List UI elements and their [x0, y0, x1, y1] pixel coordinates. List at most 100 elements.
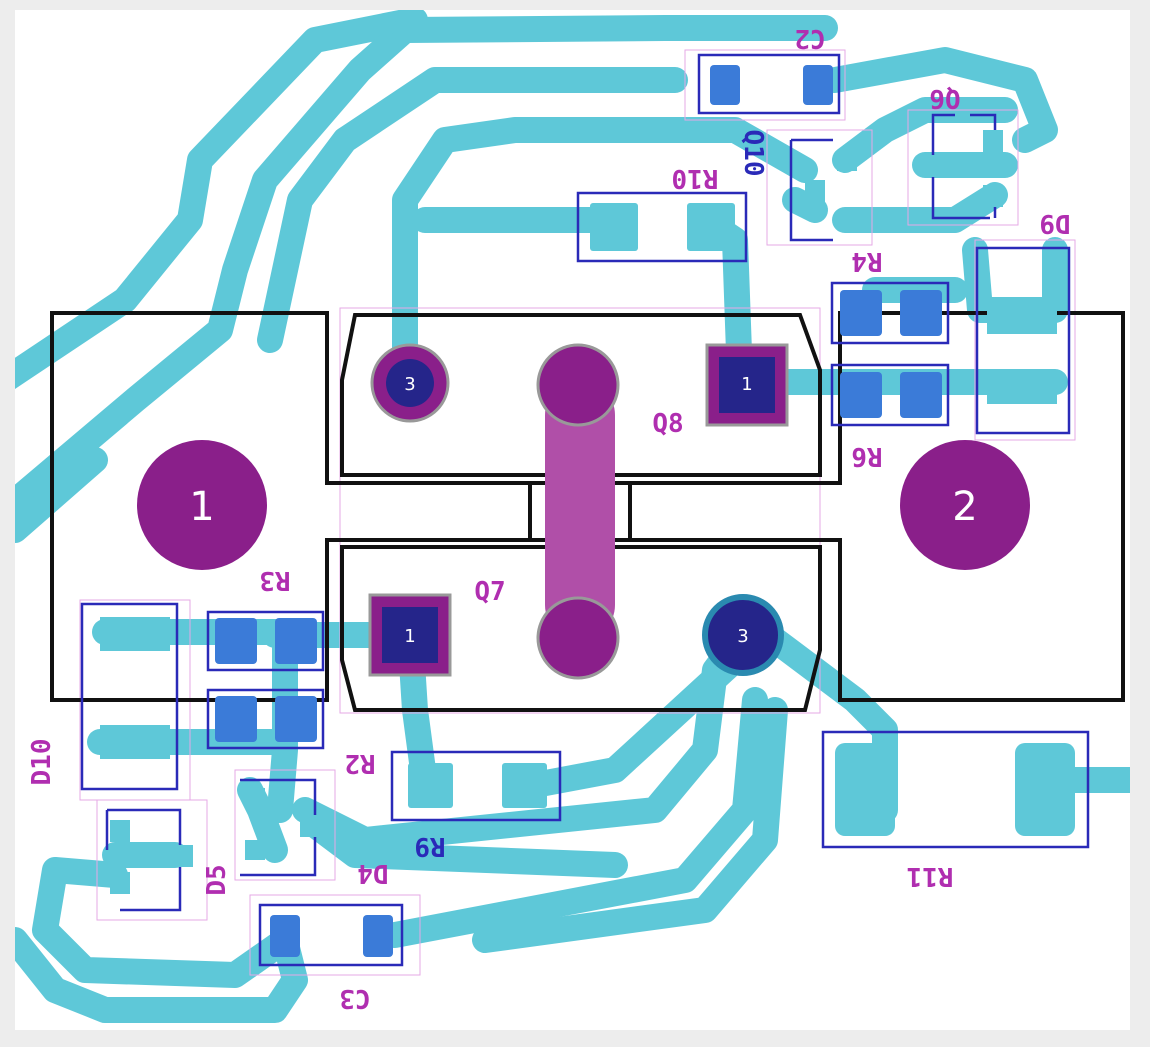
r3-outline [206, 610, 325, 672]
c2-outline [697, 53, 841, 115]
trace [382, 687, 768, 948]
pad [837, 153, 857, 171]
pad [215, 618, 257, 664]
smd-pads [100, 65, 1075, 957]
copper-traces [15, 10, 1130, 1023]
pad [270, 915, 300, 957]
reference-designators: C2 Q6 Q10 R10 D9 R4 Q8 R6 R3 Q7 D10 R2 R… [27, 23, 1071, 1013]
ref-r2: R2 [344, 748, 375, 778]
ref-r9: R9 [414, 831, 445, 861]
r2-outline [206, 688, 325, 750]
q8-pin3-via [386, 359, 434, 407]
ref-r6: R6 [851, 441, 882, 471]
pad [363, 915, 393, 957]
pad [275, 696, 317, 742]
courtyard [974, 239, 1076, 441]
pad [110, 872, 130, 894]
pad [837, 210, 857, 228]
trace [15, 927, 308, 1023]
pad [110, 820, 130, 842]
trace [15, 447, 108, 543]
mounting-hole-2-label: 2 [952, 484, 977, 530]
pad [100, 617, 170, 651]
pcb-canvas: 1 2 3 1 1 3 C2 Q6 Q10 R10 D9 R4 Q8 R6 R3… [15, 10, 1130, 1023]
pad [687, 203, 735, 251]
pcb-layout: 1 2 3 1 1 3 C2 Q6 Q10 R10 D9 R4 Q8 R6 R3… [15, 10, 1130, 1030]
trace [832, 182, 1008, 233]
pad [590, 203, 638, 251]
ref-r4: R4 [851, 246, 882, 276]
trace [392, 15, 838, 43]
pad [803, 65, 833, 105]
pad [983, 130, 1003, 152]
trace [822, 47, 1058, 153]
through-hole-layer [137, 343, 1030, 680]
pad [275, 618, 317, 664]
d10-outline [80, 602, 179, 791]
ref-d9: D9 [1039, 208, 1070, 238]
pad [1015, 743, 1075, 836]
q7-pin3-pad [702, 594, 784, 676]
pad [502, 763, 547, 808]
trace [782, 187, 828, 223]
courtyard [766, 129, 873, 246]
q7-pin-label: 3 [737, 626, 748, 647]
q10-outline [789, 138, 833, 242]
courtyard [234, 769, 336, 881]
pad [245, 788, 265, 808]
r9-outline [390, 750, 562, 822]
ref-q6: Q6 [929, 83, 960, 113]
courtyard [907, 109, 1019, 226]
q7-pin1-via [382, 607, 438, 663]
ref-d4: D4 [357, 858, 388, 888]
courtyard [339, 307, 821, 714]
trace [257, 67, 688, 353]
pad [100, 725, 170, 759]
d9-outline [975, 246, 1071, 435]
board-outline [50, 311, 1125, 712]
mounting-hole-1 [137, 440, 267, 570]
pad [215, 696, 257, 742]
q8-pin1-via [719, 357, 775, 413]
trace [267, 619, 298, 823]
pad [245, 840, 265, 860]
pad [155, 845, 193, 867]
ref-c3: C3 [339, 983, 370, 1013]
r4-outline [830, 281, 950, 345]
pad [835, 743, 895, 836]
q7-pin2-pad [536, 596, 620, 680]
q8-pin-label: 3 [404, 374, 415, 395]
pad [920, 155, 960, 177]
ref-r11: R11 [907, 861, 954, 891]
trace [15, 17, 418, 519]
pad [983, 185, 1003, 207]
ref-d5: D5 [202, 864, 232, 895]
bridge-trace [545, 380, 615, 640]
ref-q8: Q8 [652, 409, 683, 439]
trace [392, 117, 818, 383]
ref-r10: R10 [672, 163, 719, 193]
courtyard [96, 799, 208, 921]
c3-outline [258, 903, 404, 967]
pad [900, 290, 942, 336]
pad [805, 180, 825, 202]
mounting-hole-2 [900, 440, 1030, 570]
pad [987, 300, 1057, 334]
pad [987, 370, 1057, 404]
pad [710, 65, 740, 105]
trace [32, 857, 298, 988]
ref-c2: C2 [794, 23, 825, 53]
pin-labels: 1 2 3 1 1 3 [189, 374, 977, 647]
trace [472, 697, 788, 953]
mounting-hole-1-label: 1 [189, 484, 214, 530]
pad [840, 290, 882, 336]
r10-outline [576, 191, 748, 263]
pad [900, 372, 942, 418]
q8-pin2-pad [536, 343, 620, 427]
courtyard [684, 49, 846, 121]
ref-q10: Q10 [738, 130, 768, 177]
q8-pin-label: 1 [741, 374, 752, 395]
r6-outline [830, 363, 950, 427]
component-outlines [80, 53, 1090, 967]
ref-r3: R3 [259, 565, 290, 595]
